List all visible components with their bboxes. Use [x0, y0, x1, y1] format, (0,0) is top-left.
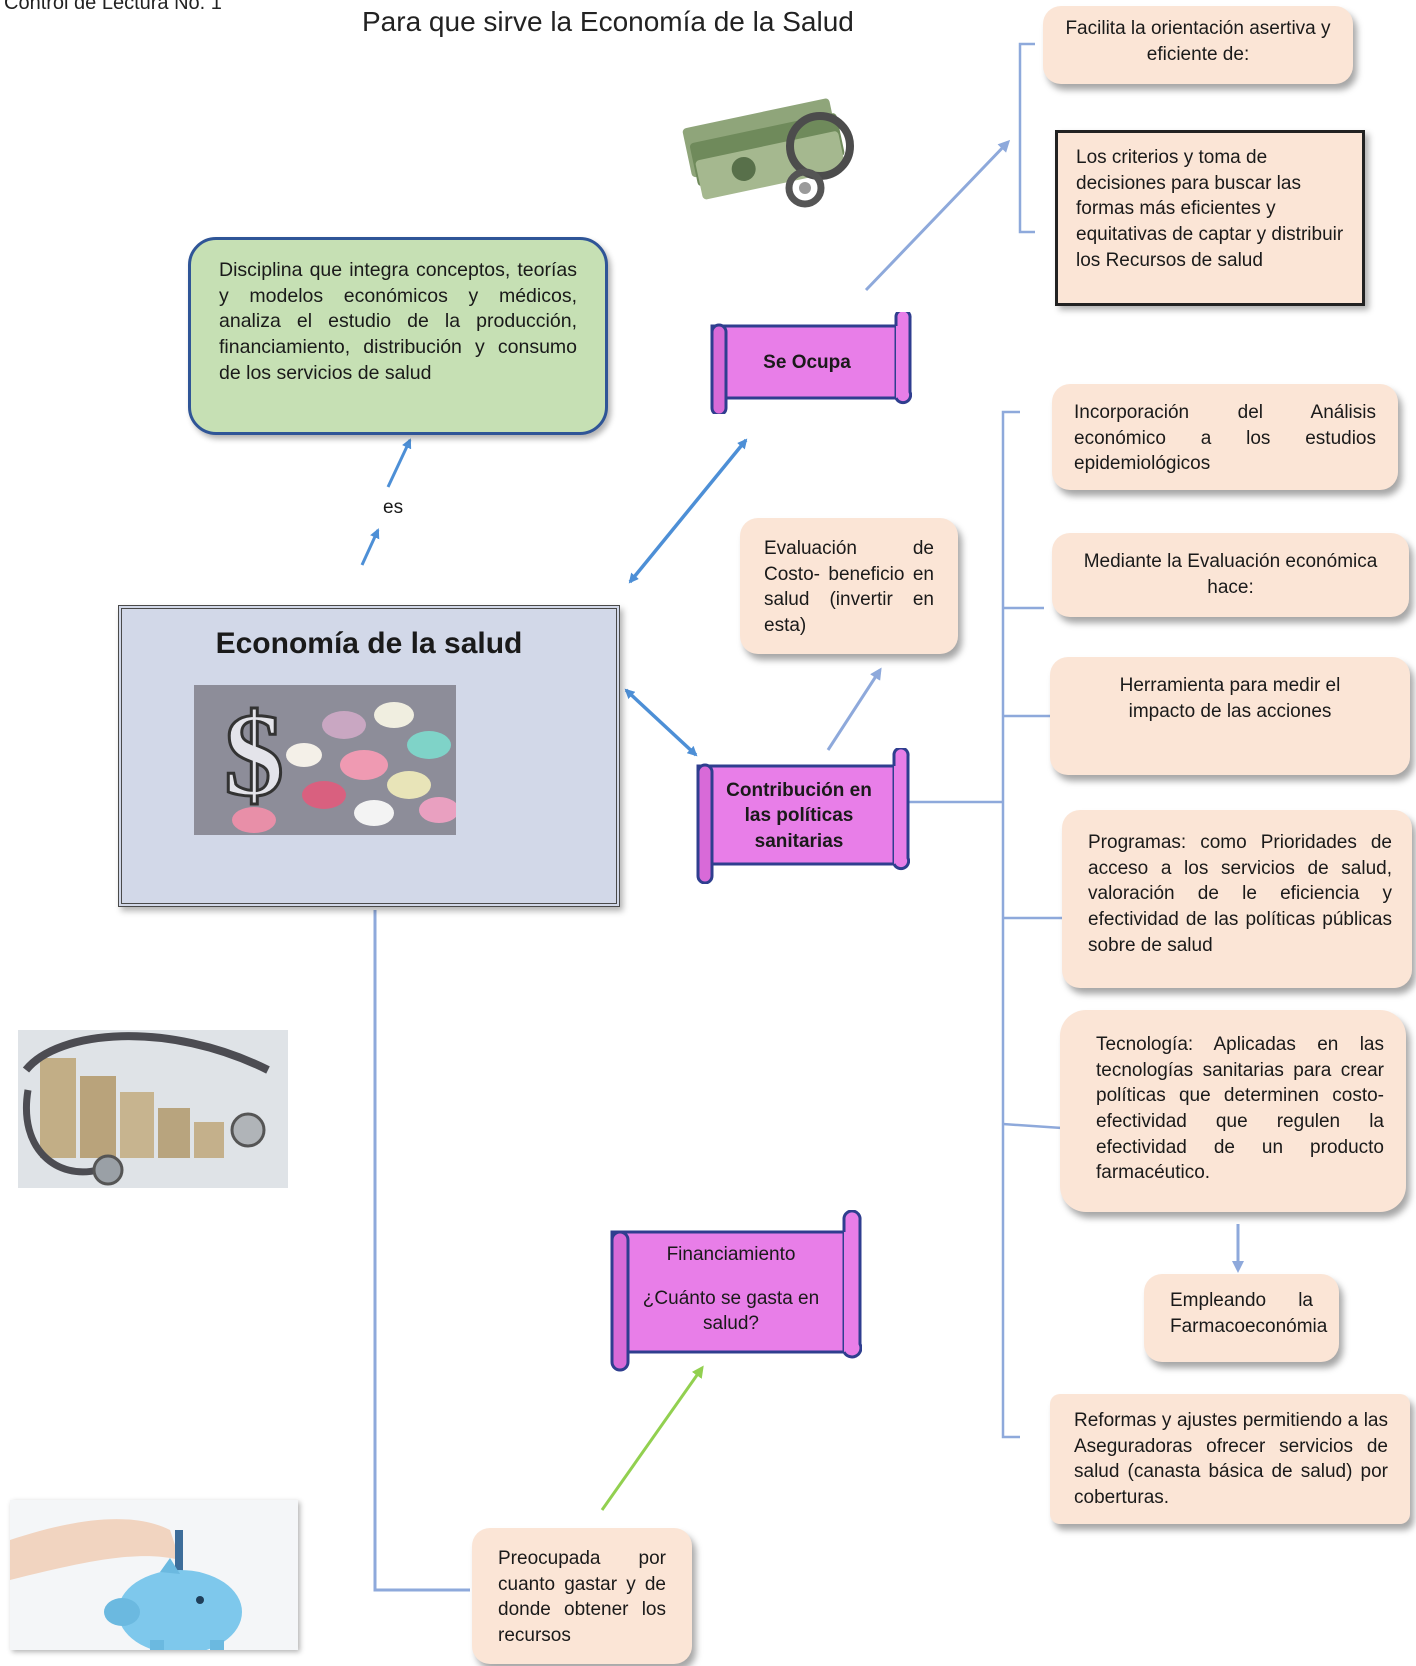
scroll-shape — [610, 1210, 862, 1372]
contribucion-label: Contribución en las políticas sanitarias — [726, 779, 872, 852]
arrow-main-contribucion — [624, 688, 698, 757]
arrow-to-es — [360, 528, 380, 566]
item-farmacoeconomia: Empleando la Farmacoeconómia — [1144, 1274, 1339, 1362]
se-ocupa-node: Se Ocupa — [702, 312, 912, 414]
page-title: Para que sirve la Economía de la Salud — [362, 6, 854, 37]
money-stethoscope-image — [680, 88, 880, 218]
financiamiento-question: ¿Cuánto se gasta en salud? — [642, 1287, 820, 1335]
connector-label-es: es — [383, 497, 404, 518]
svg-text:$: $ — [224, 688, 284, 821]
se-ocupa-label: Se Ocupa — [763, 352, 851, 374]
pills-dollar-image: $ — [194, 685, 456, 835]
definition-box: Disciplina que integra conceptos, teoría… — [188, 237, 608, 435]
financiamiento-node: Financiamiento ¿Cuánto se gasta en salud… — [600, 1210, 862, 1372]
arrow-se-ocupa-facilita — [864, 139, 1011, 292]
arrow-to-definition — [386, 438, 412, 488]
main-topic-title: Economía de la salud — [215, 627, 523, 660]
arrow-contribucion-evaluacion — [826, 667, 882, 751]
arrow-main-se-ocupa — [628, 438, 748, 584]
criterios-box: Los criterios y toma de decisiones para … — [1055, 130, 1365, 306]
item-programas: Programas: como Prioridades de acceso a … — [1062, 810, 1412, 988]
main-topic-box: Economía de la salud $ — [118, 605, 620, 907]
coins-stethoscope-image — [18, 1030, 288, 1188]
link-main-preocupada — [373, 910, 470, 1592]
header-cut-text: Control de Lectura No. 1 — [4, 0, 222, 14]
scroll-shape — [696, 748, 910, 884]
contribucion-node: Contribución en las políticas sanitarias — [688, 748, 910, 884]
bracket-contribucion — [1001, 410, 1020, 1439]
item-reformas: Reformas y ajustes permitiendo a las Ase… — [1050, 1394, 1410, 1524]
arrow-preocupada-financiamiento — [600, 1365, 704, 1511]
facilita-box: Facilita la orientación asertiva y efici… — [1043, 6, 1353, 84]
financiamiento-label: Financiamiento — [666, 1244, 796, 1265]
evaluacion-box: Evaluación de Costo- beneficio en salud … — [740, 518, 958, 654]
preocupada-box: Preocupada por cuanto gastar y de donde … — [472, 1528, 692, 1664]
piggy-bank-image — [10, 1500, 298, 1650]
bracket-se-ocupa — [1018, 42, 1035, 234]
item-incorporacion: Incorporación del Análisis económico a l… — [1052, 384, 1398, 490]
item-mediante: Mediante la Evaluación económica hace: — [1052, 533, 1409, 617]
scroll-shape — [710, 312, 912, 414]
tick-tecnologia — [1002, 1122, 1063, 1130]
item-herramienta: Herramienta para medir el impacto de las… — [1050, 657, 1410, 775]
item-tecnologia: Tecnología: Aplicadas en las tecnologías… — [1060, 1010, 1406, 1212]
